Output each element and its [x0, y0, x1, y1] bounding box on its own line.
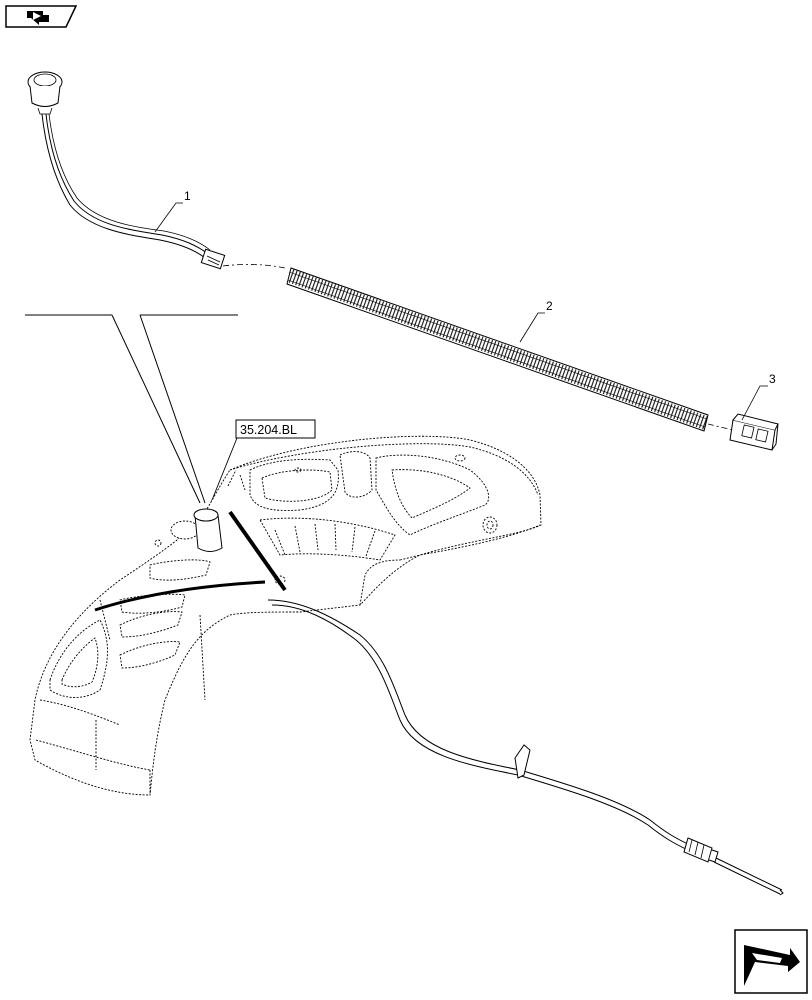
console-panel [29, 435, 542, 796]
reference-pointer [25, 314, 316, 506]
part-1-switch-harness [27, 71, 286, 270]
reference-label[interactable]: 35.204.BL [240, 423, 297, 437]
part-2-conduit [286, 267, 734, 432]
callout-1: 1 [184, 189, 191, 203]
cable-assembly [267, 599, 784, 896]
part-3-connector [729, 413, 779, 451]
console-trim-strip [94, 509, 288, 612]
reference-box[interactable] [235, 419, 316, 439]
installed-button [193, 508, 223, 552]
next-page-icon[interactable] [734, 929, 808, 994]
callout-2: 2 [546, 299, 553, 313]
previous-page-icon[interactable] [5, 5, 78, 28]
callout-leaders [154, 202, 768, 421]
callout-3: 3 [769, 372, 776, 386]
